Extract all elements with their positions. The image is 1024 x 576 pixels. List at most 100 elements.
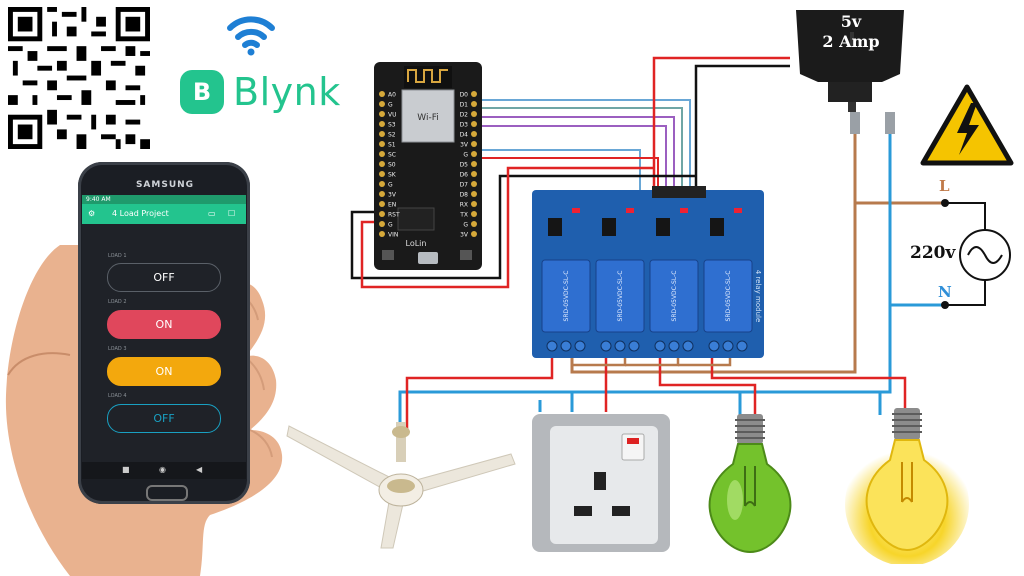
screw-terminal [654, 340, 666, 352]
relay-unit [541, 259, 591, 333]
relay-unit [649, 259, 699, 333]
hardware-home-button[interactable] [146, 485, 188, 501]
screw-terminal [600, 340, 612, 352]
screw-terminal [560, 340, 572, 352]
home-icon[interactable]: ◉ [159, 465, 166, 474]
adapter-red-wire [652, 56, 790, 195]
pin-label: D0 [460, 92, 469, 99]
pin-hole [379, 171, 385, 177]
load-3-switch[interactable]: ON [107, 357, 221, 386]
status-time: 9:40 AM [86, 196, 111, 203]
pin-hole [379, 111, 385, 117]
pin-hole [471, 221, 477, 227]
relay-unit [703, 259, 753, 333]
signal-wire-gnd [478, 149, 641, 195]
relay-common-links [572, 355, 732, 367]
screw-terminal [614, 340, 626, 352]
pin-label: 3V [388, 192, 397, 199]
live-label: L [939, 177, 950, 195]
blynk-logo-icon: B [180, 70, 224, 114]
nodemcu-board: Wi-Fi LoLin A0GVUS3S2S1SCS0SKG3VENRSTGVI… [374, 62, 482, 270]
pin-label: S2 [388, 132, 396, 139]
pin-hole [471, 201, 477, 207]
pin-hole [379, 151, 385, 157]
load-1-switch[interactable]: OFF [107, 263, 221, 292]
pin-hole [379, 211, 385, 217]
relay-model-label: SRD-05VDC-SL-C [563, 271, 570, 322]
pin-label: D3 [460, 122, 469, 129]
vin-red-wire [360, 166, 654, 289]
supply-wires [350, 56, 790, 289]
blynk-wordmark: Blynk [233, 70, 341, 114]
mains-voltage-label: 220v [910, 243, 956, 263]
screw-terminal [736, 340, 748, 352]
load-2-switch[interactable]: ON [107, 310, 221, 339]
load-2-label: LOAD 2 [108, 299, 127, 305]
load-4-label: LOAD 4 [108, 393, 127, 399]
qr-code [8, 7, 150, 149]
app-bar: ⚙ 4 Load Project ▭ ☐ [82, 204, 246, 224]
settings-icon[interactable]: ⚙ [88, 209, 96, 218]
pin-label: D7 [460, 182, 469, 189]
pin-hole [471, 161, 477, 167]
pin-label: VIN [388, 232, 398, 239]
recent-apps-icon[interactable]: ■ [122, 465, 130, 474]
high-voltage-warning-icon [920, 84, 1014, 166]
pin-label: G [388, 102, 393, 109]
relay-model-label: SRD-05VDC-SL-C [725, 271, 732, 322]
signal-wire-d4 [478, 125, 667, 195]
pin-label: G [463, 222, 468, 229]
screw-terminal [682, 340, 694, 352]
load1-wire [405, 355, 554, 430]
relay-model-label: SRD-05VDC-SL-C [617, 271, 624, 322]
wall-socket [532, 414, 670, 552]
pin-label: D2 [460, 112, 469, 119]
signal-wire-d3 [478, 116, 675, 195]
relay-led [734, 208, 742, 213]
signal-wire-d2 [478, 107, 683, 195]
pin-label: 3V [460, 142, 469, 149]
relay-led [572, 208, 580, 213]
load3-wire [658, 355, 757, 415]
phone-brand: SAMSUNG [135, 180, 195, 190]
pin-hole [471, 171, 477, 177]
pin-label: RST [388, 212, 400, 219]
pin-label: VU [388, 112, 397, 119]
nodemcu-chip-label: Wi-Fi [417, 113, 438, 123]
load-1-label: LOAD 1 [108, 253, 127, 259]
back-icon[interactable]: ◀ [196, 465, 203, 474]
relay-units: SRD-05VDC-SL-C SRD-05VDC-SL-C SRD-05VDC-SL… [541, 259, 753, 333]
signal-wire-d1 [478, 99, 691, 195]
pin-label: S0 [388, 162, 396, 169]
relay-unit [595, 259, 645, 333]
pin-label: A0 [388, 92, 396, 99]
pin-hole [471, 151, 477, 157]
window-icon[interactable]: ☐ [228, 209, 236, 218]
pin-hole [379, 221, 385, 227]
adapter-voltage: 5v [840, 12, 862, 31]
pin-hole [471, 121, 477, 127]
pin-hole [471, 191, 477, 197]
power-adapter [796, 10, 904, 134]
pin-hole [379, 231, 385, 237]
pin-hole [471, 101, 477, 107]
pin-label: D6 [460, 172, 469, 179]
pin-hole [379, 191, 385, 197]
pin-label: D4 [460, 132, 469, 139]
pin-hole [471, 231, 477, 237]
pin-label: G [388, 182, 393, 189]
load-4-switch[interactable]: OFF [107, 404, 221, 433]
pin-hole [379, 161, 385, 167]
app-title: 4 Load Project [112, 209, 169, 218]
adapter-current: 2 Amp [822, 32, 880, 51]
pin-label: D8 [460, 192, 469, 199]
ac-source [941, 199, 1011, 309]
optocoupler [656, 218, 670, 236]
screw-terminal [546, 340, 558, 352]
pin-label: S1 [388, 142, 396, 149]
mains-wires [398, 130, 945, 430]
optocoupler [548, 218, 562, 236]
pin-label: G [388, 222, 393, 229]
screw-terminals [546, 340, 748, 352]
